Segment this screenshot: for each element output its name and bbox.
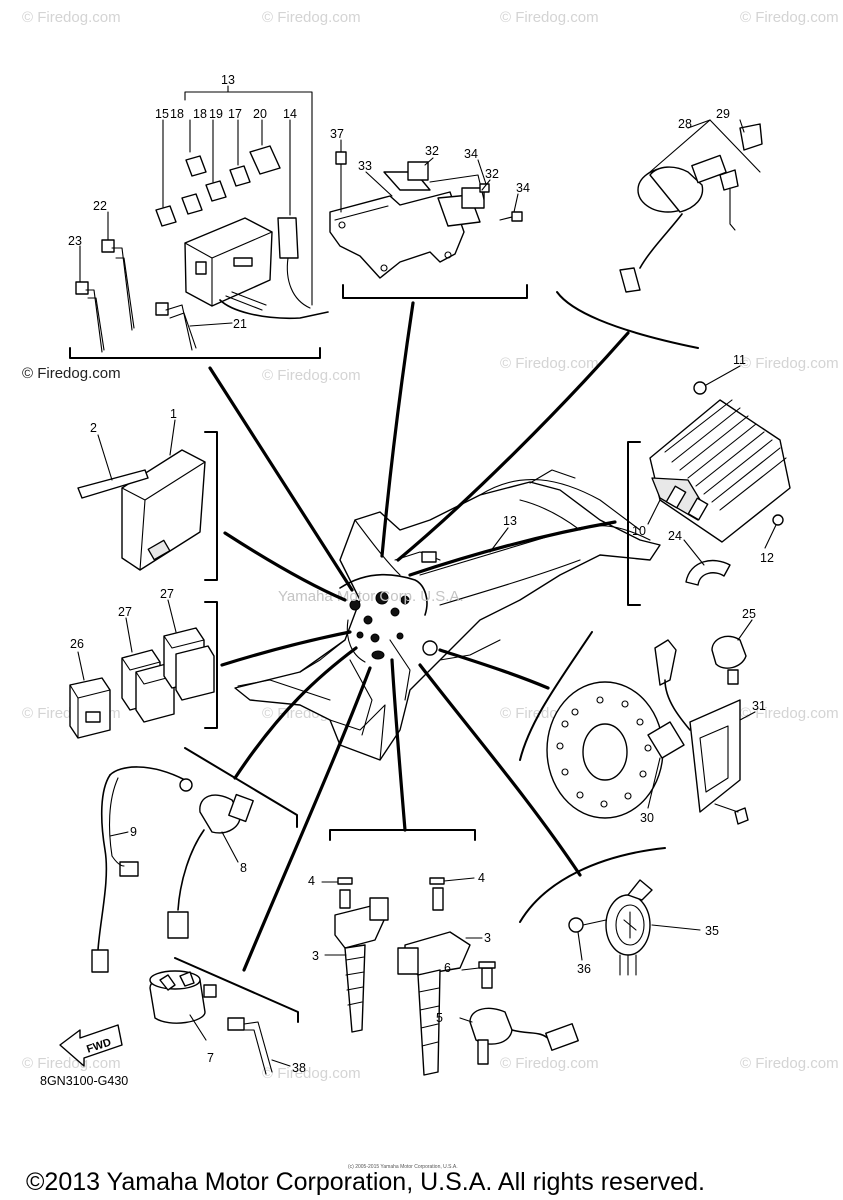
watermark-text: © Firedog.com <box>740 1055 839 1072</box>
callout-19: 19 <box>209 107 223 121</box>
rotor-sensor-group <box>546 619 756 825</box>
callout-35: 35 <box>705 924 719 938</box>
small-copyright: (c) 2005-2015 Yamaha Motor Corporation, … <box>348 1164 458 1170</box>
callout-labels: 13 15 18 18 19 17 20 14 22 23 21 37 33 3… <box>68 73 774 1075</box>
callout-32: 32 <box>485 167 499 181</box>
callout-34: 34 <box>516 181 530 195</box>
watermark-text-dark: © Firedog.com <box>22 365 121 382</box>
fuse-box-group <box>75 85 329 353</box>
ecu-group <box>77 419 206 571</box>
horn-group <box>568 879 701 976</box>
callout-27: 27 <box>160 587 174 601</box>
callout-9: 9 <box>130 825 137 839</box>
callout-38: 38 <box>292 1061 306 1075</box>
copyright-notice: ©2013 Yamaha Motor Corporation, U.S.A. A… <box>26 1168 705 1196</box>
watermark-text: © Firedog.com <box>740 9 839 26</box>
callout-1: 1 <box>170 407 177 421</box>
callout-13: 13 <box>221 73 235 87</box>
watermark-text: © Firedog.com <box>500 1055 599 1072</box>
callout-21: 21 <box>233 317 247 331</box>
callout-29: 29 <box>716 107 730 121</box>
ignition-coils-group <box>321 877 579 1076</box>
callout-7: 7 <box>207 1051 214 1065</box>
callout-2: 2 <box>90 421 97 435</box>
callout-32: 32 <box>425 144 439 158</box>
neutral-switch-group <box>149 970 291 1075</box>
callout-26: 26 <box>70 637 84 651</box>
plate-bracket-group <box>329 139 523 279</box>
callout-23: 23 <box>68 234 82 248</box>
callout-36: 36 <box>577 962 591 976</box>
callout-4: 4 <box>308 874 315 888</box>
callout-5: 5 <box>436 1011 443 1025</box>
callout-3: 3 <box>312 949 319 963</box>
watermark-text: © Firedog.com <box>262 367 361 384</box>
callout-37: 37 <box>330 127 344 141</box>
callout-33: 33 <box>358 159 372 173</box>
callout-18: 18 <box>170 107 184 121</box>
callout-13: 13 <box>503 514 517 528</box>
callout-34: 34 <box>464 147 478 161</box>
callout-18: 18 <box>193 107 207 121</box>
callout-15: 15 <box>155 107 169 121</box>
callout-14: 14 <box>283 107 297 121</box>
callout-31: 31 <box>752 699 766 713</box>
leader-lines <box>208 301 630 972</box>
callout-24: 24 <box>668 529 682 543</box>
watermark-text: © Firedog.com <box>740 705 839 722</box>
callout-4: 4 <box>478 871 485 885</box>
callout-22: 22 <box>93 199 107 213</box>
callout-3: 3 <box>484 931 491 945</box>
callout-8: 8 <box>240 861 247 875</box>
callout-30: 30 <box>640 811 654 825</box>
watermark-text: © Firedog.com <box>22 9 121 26</box>
relays-group <box>69 599 215 739</box>
callout-12: 12 <box>760 551 774 565</box>
forward-arrow-icon: FWD <box>59 1024 123 1067</box>
watermark-text: © Firedog.com <box>500 9 599 26</box>
ignition-switch-group <box>619 119 763 293</box>
callout-11: 11 <box>733 353 746 367</box>
callout-6: 6 <box>444 961 451 975</box>
callout-10: 10 <box>632 524 646 538</box>
regulator-group <box>647 365 791 586</box>
callout-20: 20 <box>253 107 267 121</box>
watermark-text: © Firedog.com <box>500 355 599 372</box>
watermark-text: © Firedog.com <box>740 355 839 372</box>
watermark-text: © Firedog.com <box>22 1055 121 1072</box>
watermark-text: © Firedog.com <box>262 1065 361 1082</box>
diagram-code: 8GN3100-G430 <box>40 1074 128 1088</box>
watermark-text: © Firedog.com <box>262 9 361 26</box>
pressure-sensor-group <box>91 766 254 973</box>
callout-17: 17 <box>228 107 242 121</box>
callout-25: 25 <box>742 607 756 621</box>
callout-28: 28 <box>678 117 692 131</box>
group-brackets <box>69 284 699 1023</box>
callout-27: 27 <box>118 605 132 619</box>
center-watermark: Yamaha Motor Corp. U.S.A. <box>278 588 464 605</box>
